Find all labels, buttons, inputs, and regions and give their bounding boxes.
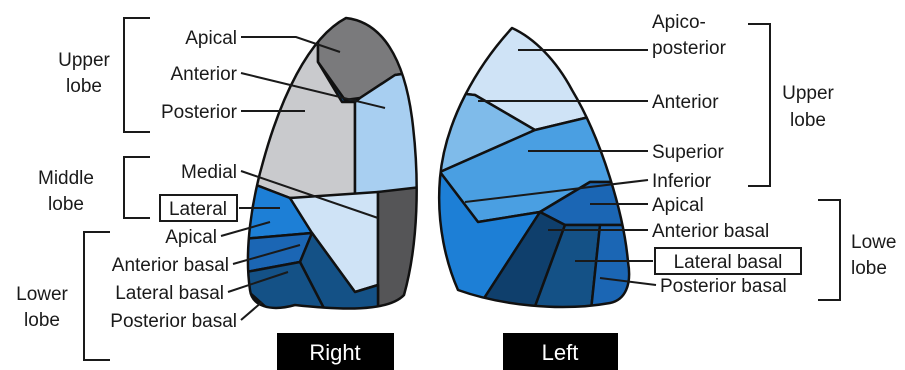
right-middle-lobe-label-2: lobe (48, 194, 84, 215)
right-apical-label: Apical (185, 28, 237, 49)
right-caption-text: Right (309, 340, 360, 365)
right-upper-lobe-bracket (124, 18, 150, 132)
right-posterior-basal-leader (241, 302, 262, 320)
right-anterior-label: Anterior (170, 64, 237, 85)
right-medial-dark-area (378, 186, 430, 320)
right-upper-lobe-label-2: lobe (66, 76, 102, 97)
left-apicoposterior-label-2: posterior (652, 38, 727, 59)
right-posterior-basal-label: Posterior basal (110, 311, 237, 332)
left-lung (430, 20, 640, 320)
right-lateral-basal-label: Lateral basal (115, 283, 224, 304)
right-apical-segment (318, 10, 430, 100)
left-apicoposterior-label-1: Apico- (652, 12, 706, 33)
left-lower-lobe-bracket (818, 200, 840, 300)
right-lateral-label: Lateral (169, 199, 227, 220)
left-upper-lobe-bracket (748, 24, 770, 186)
left-anterior-label: Anterior (652, 92, 719, 113)
right-lower-lobe-label-2: lobe (24, 310, 60, 331)
left-inferior-label: Inferior (652, 171, 712, 192)
left-apical-label: Apical (652, 195, 704, 216)
left-lower-lobe-label-1: Lowe (851, 232, 896, 253)
left-caption: Left (503, 333, 618, 370)
right-posterior-label: Posterior (161, 102, 238, 123)
left-lower-lobe-label-2: lobe (851, 258, 887, 279)
left-anterior-basal-label: Anterior basal (652, 221, 769, 242)
right-caption: Right (277, 333, 394, 370)
right-middle-lobe-label-1: Middle (38, 168, 94, 189)
right-lung (230, 10, 430, 320)
left-upper-lobe-label-2: lobe (790, 110, 826, 131)
left-superior-label: Superior (652, 142, 724, 163)
right-lower-apical-label: Apical (165, 227, 217, 248)
right-upper-lobe-label-1: Upper (58, 50, 110, 71)
left-lateral-basal-label: Lateral basal (674, 252, 783, 273)
left-caption-text: Left (542, 340, 579, 365)
right-lower-lobe-bracket (84, 232, 110, 360)
right-middle-lobe-bracket (124, 157, 150, 218)
left-posterior-basal-label: Posterior basal (660, 276, 787, 297)
right-medial-label: Medial (181, 162, 237, 183)
left-upper-lobe-label-1: Upper (782, 83, 834, 104)
right-lower-lobe-label-1: Lower (16, 284, 68, 305)
right-anterior-basal-label: Anterior basal (112, 255, 229, 276)
